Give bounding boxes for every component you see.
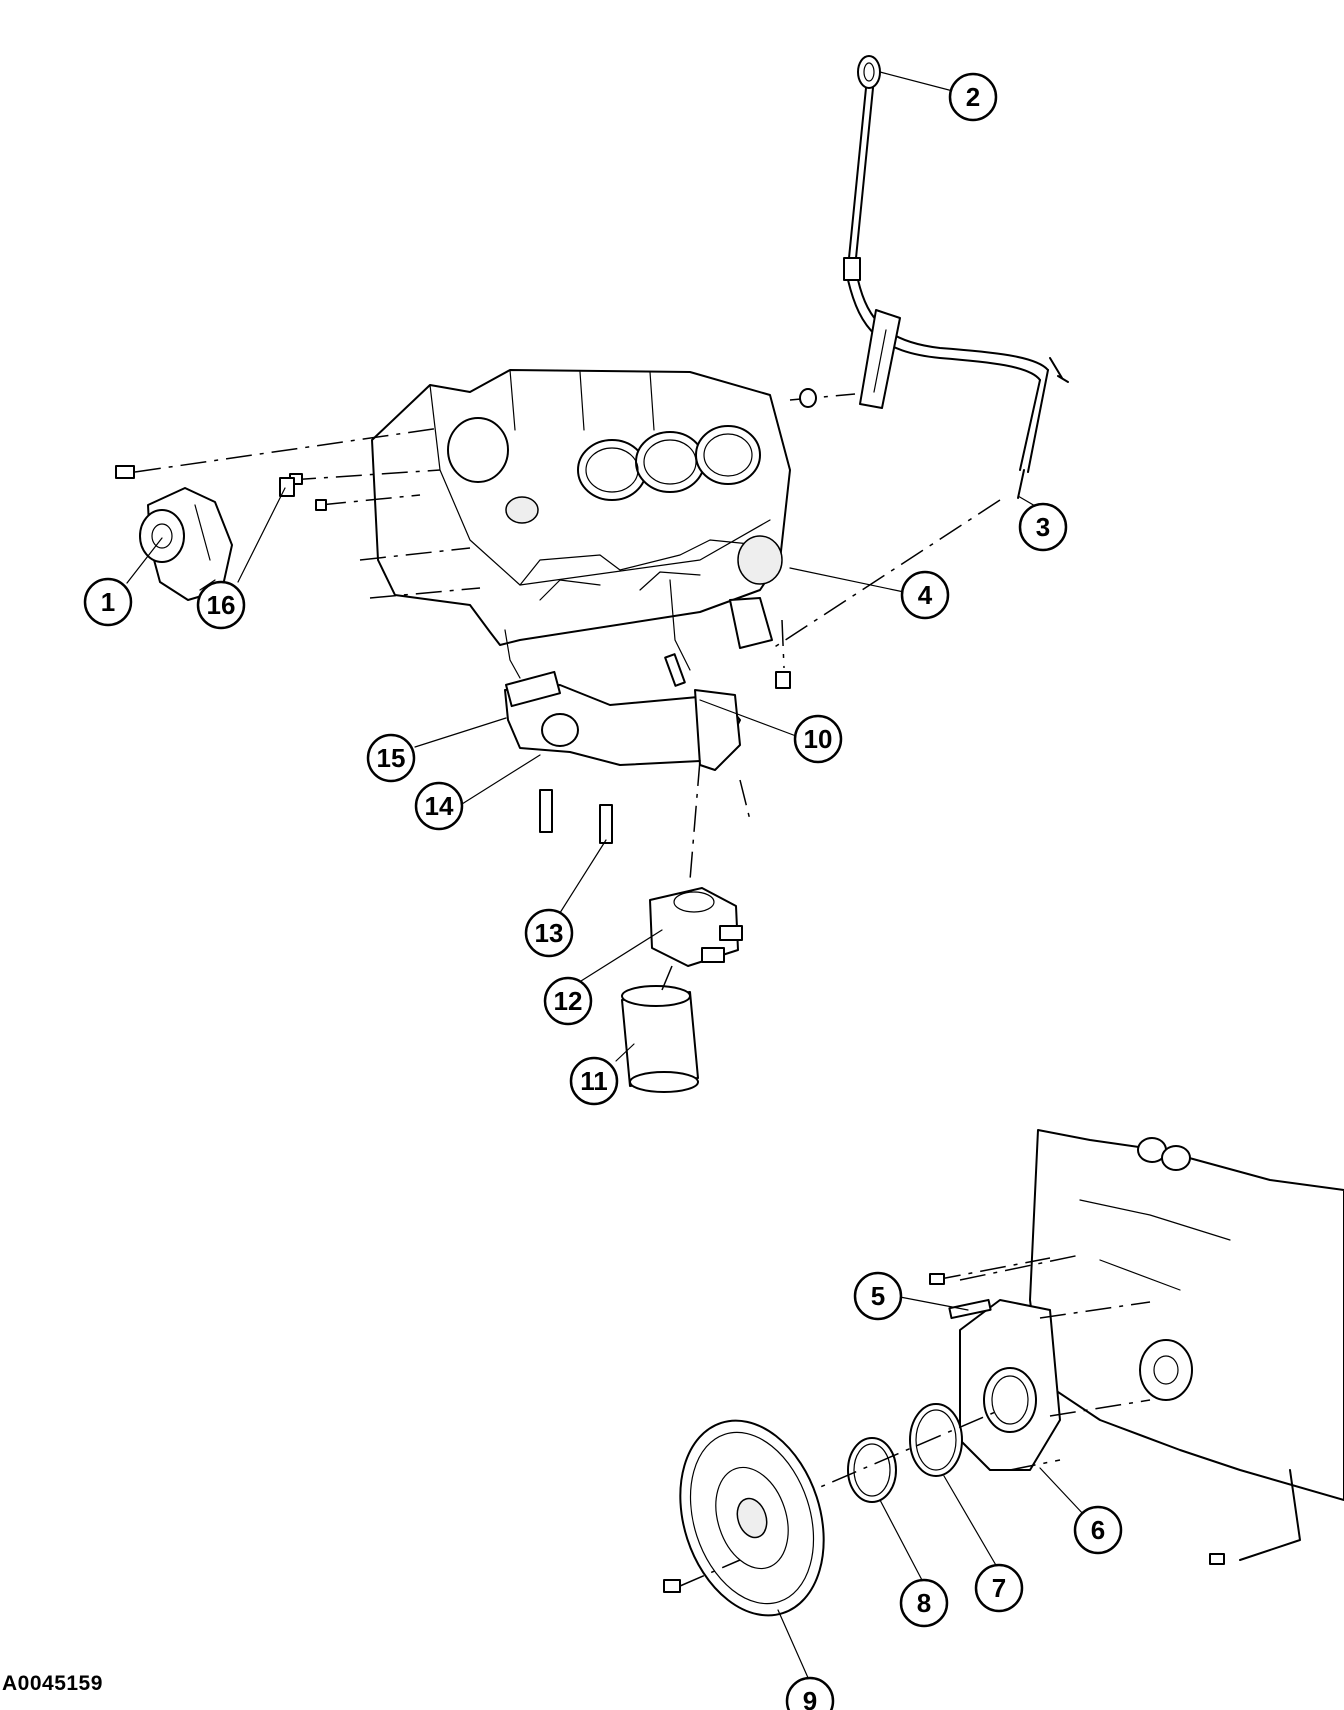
callout-12: 12 bbox=[543, 976, 593, 1026]
callout-8: 8 bbox=[899, 1578, 949, 1628]
svg-text:15: 15 bbox=[377, 743, 406, 773]
callout-2: 2 bbox=[948, 72, 998, 122]
svg-text:1: 1 bbox=[101, 587, 115, 617]
callout-6: 6 bbox=[1073, 1505, 1123, 1555]
svg-text:14: 14 bbox=[425, 791, 454, 821]
svg-text:16: 16 bbox=[207, 590, 236, 620]
flywheel-assembly bbox=[663, 1129, 1344, 1617]
callout-11: 11 bbox=[569, 1056, 619, 1106]
svg-text:7: 7 bbox=[992, 1573, 1006, 1603]
svg-text:9: 9 bbox=[803, 1686, 817, 1710]
svg-text:4: 4 bbox=[918, 580, 933, 610]
dipstick-assembly bbox=[769, 55, 1069, 651]
callout-4: 4 bbox=[900, 570, 950, 620]
svg-text:12: 12 bbox=[554, 986, 583, 1016]
svg-text:11: 11 bbox=[580, 1066, 608, 1096]
callout-10: 10 bbox=[793, 714, 843, 764]
svg-text:2: 2 bbox=[966, 82, 980, 112]
svg-text:10: 10 bbox=[804, 724, 833, 754]
svg-text:3: 3 bbox=[1036, 512, 1050, 542]
callout-16: 16 bbox=[196, 580, 246, 630]
callout-5: 5 bbox=[853, 1271, 903, 1321]
oil-filter-adapter bbox=[504, 579, 751, 1093]
callout-7: 7 bbox=[974, 1563, 1024, 1613]
svg-text:6: 6 bbox=[1091, 1515, 1105, 1545]
svg-text:5: 5 bbox=[871, 1281, 885, 1311]
engine-block bbox=[371, 369, 791, 689]
svg-text:13: 13 bbox=[535, 918, 564, 948]
callout-15: 15 bbox=[366, 733, 416, 783]
callout-13: 13 bbox=[524, 908, 574, 958]
callout-14: 14 bbox=[414, 781, 464, 831]
leader-lines bbox=[126, 71, 1086, 1681]
figure-id: A0045159 bbox=[2, 1672, 103, 1695]
callout-3: 3 bbox=[1018, 502, 1068, 552]
callout-1: 1 bbox=[83, 577, 133, 627]
callout-9: 9 bbox=[785, 1676, 835, 1710]
svg-text:8: 8 bbox=[917, 1588, 931, 1618]
